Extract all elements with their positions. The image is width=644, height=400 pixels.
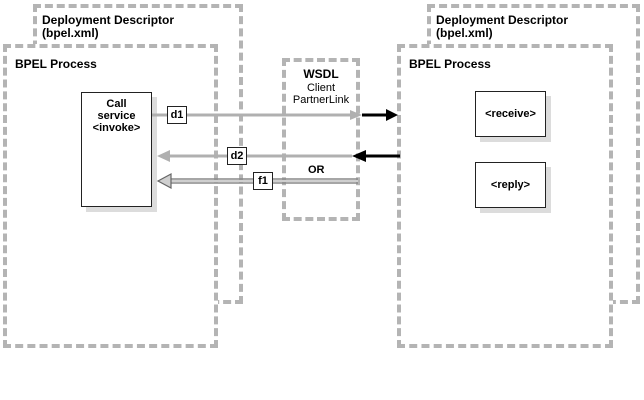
message-tag-d2[interactable]: d2	[227, 147, 247, 165]
call-service-invoke-node[interactable]: Call service <invoke>	[81, 92, 152, 207]
right-deployment-descriptor-title: Deployment Descriptor	[436, 13, 569, 27]
receive-node-label: <receive>	[485, 108, 536, 120]
right-bpel-process-title: BPEL Process	[409, 57, 491, 71]
right-deployment-descriptor-file: (bpel.xml)	[436, 26, 493, 40]
d1-arrow	[152, 109, 398, 121]
wsdl-title: WSDL	[303, 67, 339, 81]
reply-node[interactable]: <reply>	[475, 162, 546, 208]
message-tag-f1[interactable]: f1	[253, 172, 273, 190]
d2-arrow	[157, 150, 400, 162]
call-node-line1: Call	[106, 98, 127, 110]
wsdl-partnerlink-box	[282, 58, 360, 221]
or-label: OR	[308, 164, 325, 176]
wsdl-client: Client	[306, 82, 336, 94]
message-tag-d1[interactable]: d1	[167, 106, 187, 124]
left-deployment-descriptor-title: Deployment Descriptor	[42, 13, 175, 27]
receive-node[interactable]: <receive>	[475, 91, 546, 137]
call-node-line2: service	[97, 110, 136, 122]
left-bpel-process-title: BPEL Process	[15, 57, 97, 71]
reply-node-label: <reply>	[490, 179, 531, 191]
wsdl-text-block: WSDL Client PartnerLink	[284, 68, 358, 106]
call-node-line3: <invoke>	[92, 122, 141, 134]
wsdl-partnerlink: PartnerLink	[292, 94, 350, 106]
left-deployment-descriptor-file: (bpel.xml)	[42, 26, 99, 40]
